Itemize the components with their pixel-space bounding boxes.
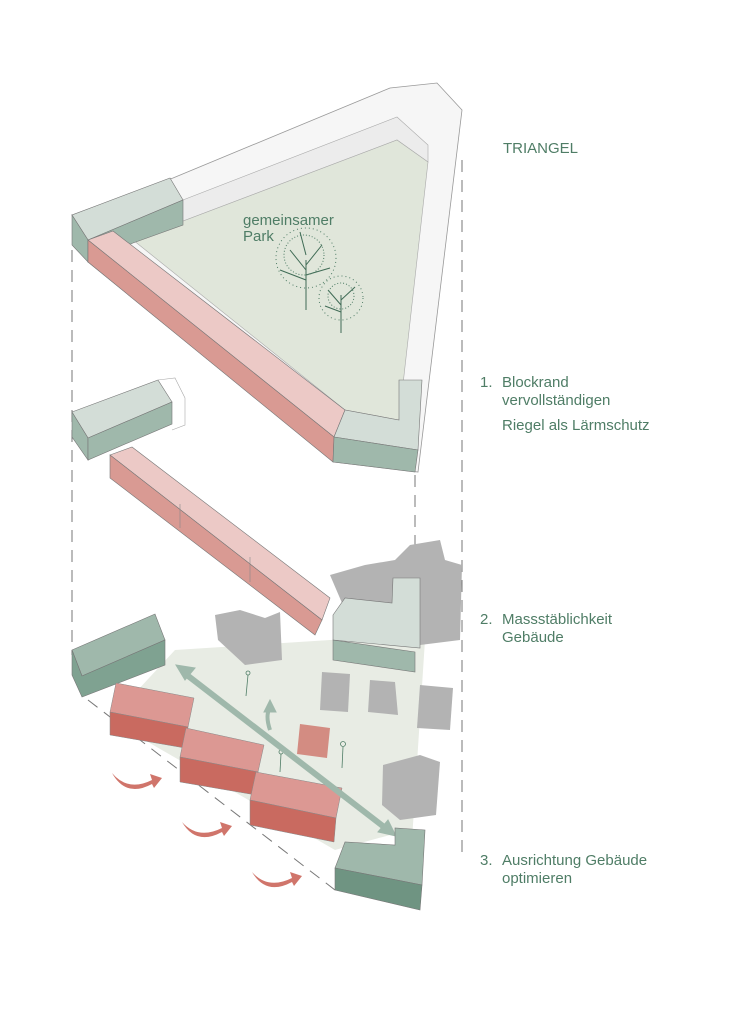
step-3-number: 3. [480,852,493,869]
step-1-number: 1. [480,374,493,391]
diagram-title: TRIANGEL [503,140,579,157]
step-3-line-1: Ausrichtung Gebäude [502,852,648,869]
park-label-line-1: gemeinsamer [243,212,334,229]
layer-1-blockrand [71,82,463,473]
park-area [132,139,429,421]
step-1-line-1: Blockrand [502,374,569,391]
step-2-line-2: Gebäude [502,629,564,646]
tree-icon [275,227,364,333]
step-3-line-2: optimieren [502,870,573,887]
park-label: gemeinsamer Park [243,213,334,245]
layer-2-riegel [71,377,331,636]
step-2-line-1: Massstäblichkeit [502,611,613,628]
step-3: 3. Ausrichtung Gebäude optimieren [480,852,647,888]
step-1: 1. Blockrand vervollständigen Riegel als … [480,374,650,435]
step-2: 2. Massstäblichkeit Gebäude [480,611,612,647]
orientation-arrow-icons [112,773,302,888]
step-1-line-2: vervollständigen [502,392,611,409]
step-2-number: 2. [480,611,493,628]
layer-3-massstab [71,540,462,911]
park-label-line-2: Park [243,228,274,245]
path-arrow-icon [175,664,397,837]
step-1-note: Riegel als Lärmschutz [502,417,650,434]
